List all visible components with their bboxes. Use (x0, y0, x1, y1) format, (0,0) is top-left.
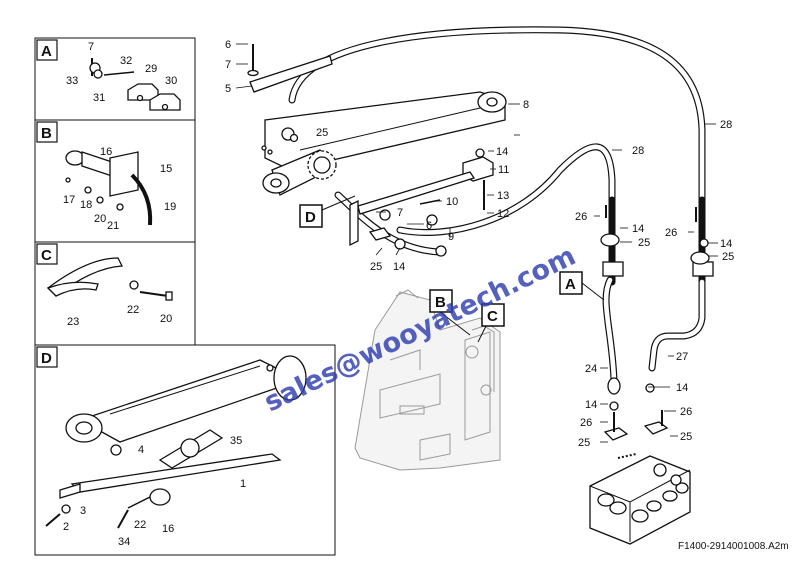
loader-frame (354, 289, 501, 471)
callout: 30 (165, 75, 177, 87)
callout: 33 (66, 75, 78, 87)
drawing-code: F1400-2914001008.A2m (678, 541, 789, 552)
callout: 25 (722, 251, 734, 263)
callout: 26 (575, 211, 587, 223)
marker-a: A (565, 276, 576, 293)
callout: 15 (160, 163, 172, 175)
callout: 13 (497, 190, 509, 202)
callout: 26 (580, 417, 592, 429)
callout: 20 (94, 213, 106, 225)
callout: 18 (80, 199, 92, 211)
callout: 6 (426, 220, 432, 232)
panel-c: C 23 22 20 (34, 241, 196, 346)
panel-c-label: C (41, 247, 52, 264)
callout: 28 (632, 145, 644, 157)
callout: 3 (80, 505, 86, 517)
callout: 25 (370, 261, 382, 273)
callout: 26 (665, 227, 677, 239)
callout: 22 (127, 304, 139, 316)
callout: 28 (720, 119, 732, 131)
callout: 2 (63, 521, 69, 533)
marker-b: B (435, 294, 446, 311)
callout: 7 (397, 207, 403, 219)
callout: 26 (680, 406, 692, 418)
callout: 16 (100, 146, 112, 158)
callout: 17 (63, 194, 75, 206)
callout: 14 (720, 238, 732, 250)
callout: 1 (240, 478, 246, 490)
callout: 21 (107, 220, 119, 232)
panel-b: B 16 15 17 18 19 20 21 (34, 119, 196, 243)
marker-d: D (305, 209, 316, 226)
callout: 14 (496, 146, 508, 158)
panel-a: A 7 32 29 30 33 31 (34, 37, 196, 121)
callout: 14 (393, 261, 405, 273)
callout: 35 (230, 435, 242, 447)
callout: 4 (138, 444, 144, 456)
panel-d: D 4 35 1 3 2 22 16 34 (34, 344, 336, 556)
callout: 31 (93, 92, 105, 104)
panel-d-label: D (41, 350, 52, 367)
callout: 14 (676, 382, 688, 394)
callout: 25 (680, 431, 692, 443)
callout: 19 (164, 201, 176, 213)
callout: 8 (523, 99, 529, 111)
callout: 34 (118, 536, 130, 548)
callout: 32 (120, 55, 132, 67)
marker-c: C (487, 308, 498, 325)
leader-lines (235, 43, 718, 443)
callout: 29 (145, 63, 157, 75)
control-valve (589, 453, 691, 545)
callout: 22 (134, 519, 146, 531)
callout: 6 (225, 39, 231, 51)
callout: 20 (160, 313, 172, 325)
callout: 25 (578, 437, 590, 449)
callout: 9 (448, 231, 454, 243)
callout: 5 (225, 83, 231, 95)
callout: 25 (638, 237, 650, 249)
callout: 11 (498, 164, 509, 176)
panel-b-label: B (41, 125, 52, 142)
callout: 23 (67, 316, 79, 328)
callout: 27 (676, 351, 688, 363)
callout: 14 (632, 223, 644, 235)
main-assembly: 6 7 5 8 25 14 11 13 12 10 7 6 9 25 14 28… (225, 26, 734, 545)
callout: 25 (316, 127, 328, 139)
callout: 12 (497, 208, 509, 220)
callout: 14 (585, 399, 597, 411)
callout: 24 (585, 363, 597, 375)
callout: 7 (225, 59, 231, 71)
panel-a-label: A (41, 43, 52, 60)
callout: 7 (88, 41, 94, 53)
callout: 16 (162, 523, 174, 535)
callout: 10 (446, 196, 458, 208)
